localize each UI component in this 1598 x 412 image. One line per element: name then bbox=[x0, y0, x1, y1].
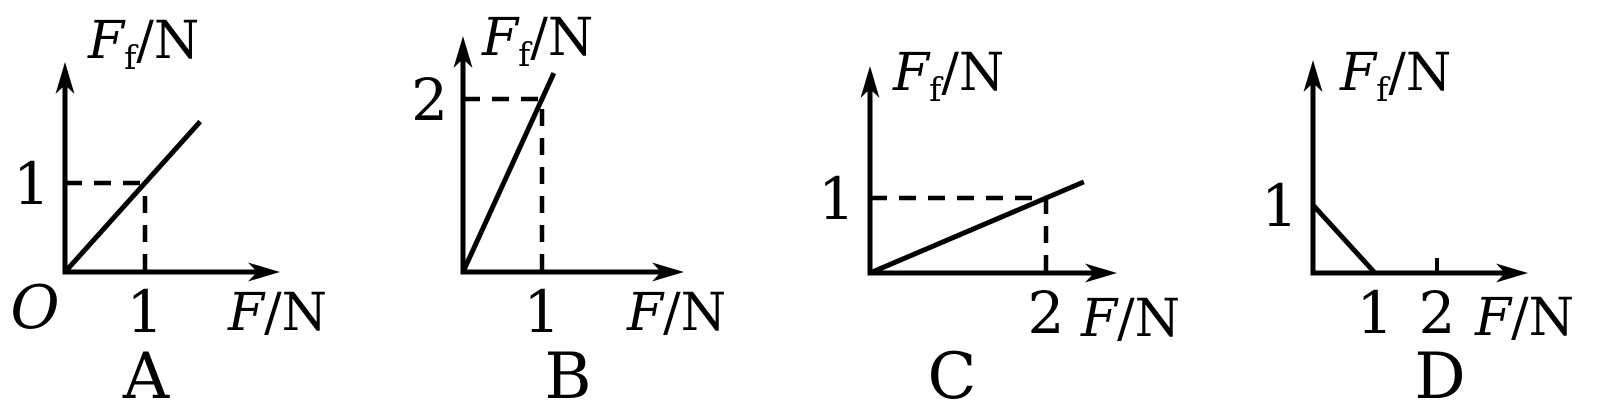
y-tick-label: 1 bbox=[1261, 172, 1298, 240]
panel-caption-d: D bbox=[1414, 340, 1466, 412]
x-tick-label: 1 bbox=[127, 278, 164, 346]
y-tick-label: 1 bbox=[13, 150, 50, 218]
x-axis-label: F/N bbox=[1474, 288, 1574, 348]
x-axis-label: F/N bbox=[1080, 289, 1180, 349]
panel-caption-b: B bbox=[544, 340, 592, 412]
y-axis-label: Ff/N bbox=[892, 43, 1004, 109]
x-tick-label: 1 bbox=[524, 278, 561, 346]
y-tick-label: 1 bbox=[818, 165, 855, 233]
y-axis-arrowhead bbox=[55, 62, 75, 94]
graph-line bbox=[460, 72, 557, 274]
graph-panel-b: 1 2 Ff/N F/N bbox=[411, 8, 726, 346]
x-tick-label: 2 bbox=[1419, 279, 1456, 347]
y-axis-arrowhead bbox=[860, 66, 880, 98]
graph-line bbox=[1311, 203, 1377, 275]
x-axis-arrowhead bbox=[1496, 263, 1528, 283]
y-tick-label: 2 bbox=[411, 66, 448, 134]
panel-caption-c: C bbox=[927, 340, 977, 412]
origin-label: O bbox=[10, 273, 59, 343]
graph-line bbox=[63, 119, 203, 274]
graph-panel-a: 1 1 Ff/N F/N O bbox=[10, 11, 327, 346]
x-axis-label: F/N bbox=[227, 283, 327, 343]
x-axis-arrowhead bbox=[248, 262, 280, 282]
y-axis-label: Ff/N bbox=[1339, 43, 1451, 109]
y-axis-label: Ff/N bbox=[481, 8, 593, 74]
graph-line bbox=[869, 179, 1085, 276]
y-axis-arrowhead bbox=[1303, 60, 1323, 92]
panel-caption-a: A bbox=[122, 340, 170, 412]
y-axis-arrowhead bbox=[453, 36, 473, 68]
graph-panel-c: 2 1 Ff/N F/N bbox=[818, 43, 1180, 349]
y-axis-label: Ff/N bbox=[87, 11, 199, 77]
x-axis-arrowhead bbox=[1085, 263, 1117, 283]
x-tick-label: 1 bbox=[1357, 279, 1394, 347]
x-tick-label: 2 bbox=[1028, 279, 1065, 347]
x-axis-arrowhead bbox=[652, 262, 684, 282]
x-axis-label: F/N bbox=[626, 283, 726, 343]
